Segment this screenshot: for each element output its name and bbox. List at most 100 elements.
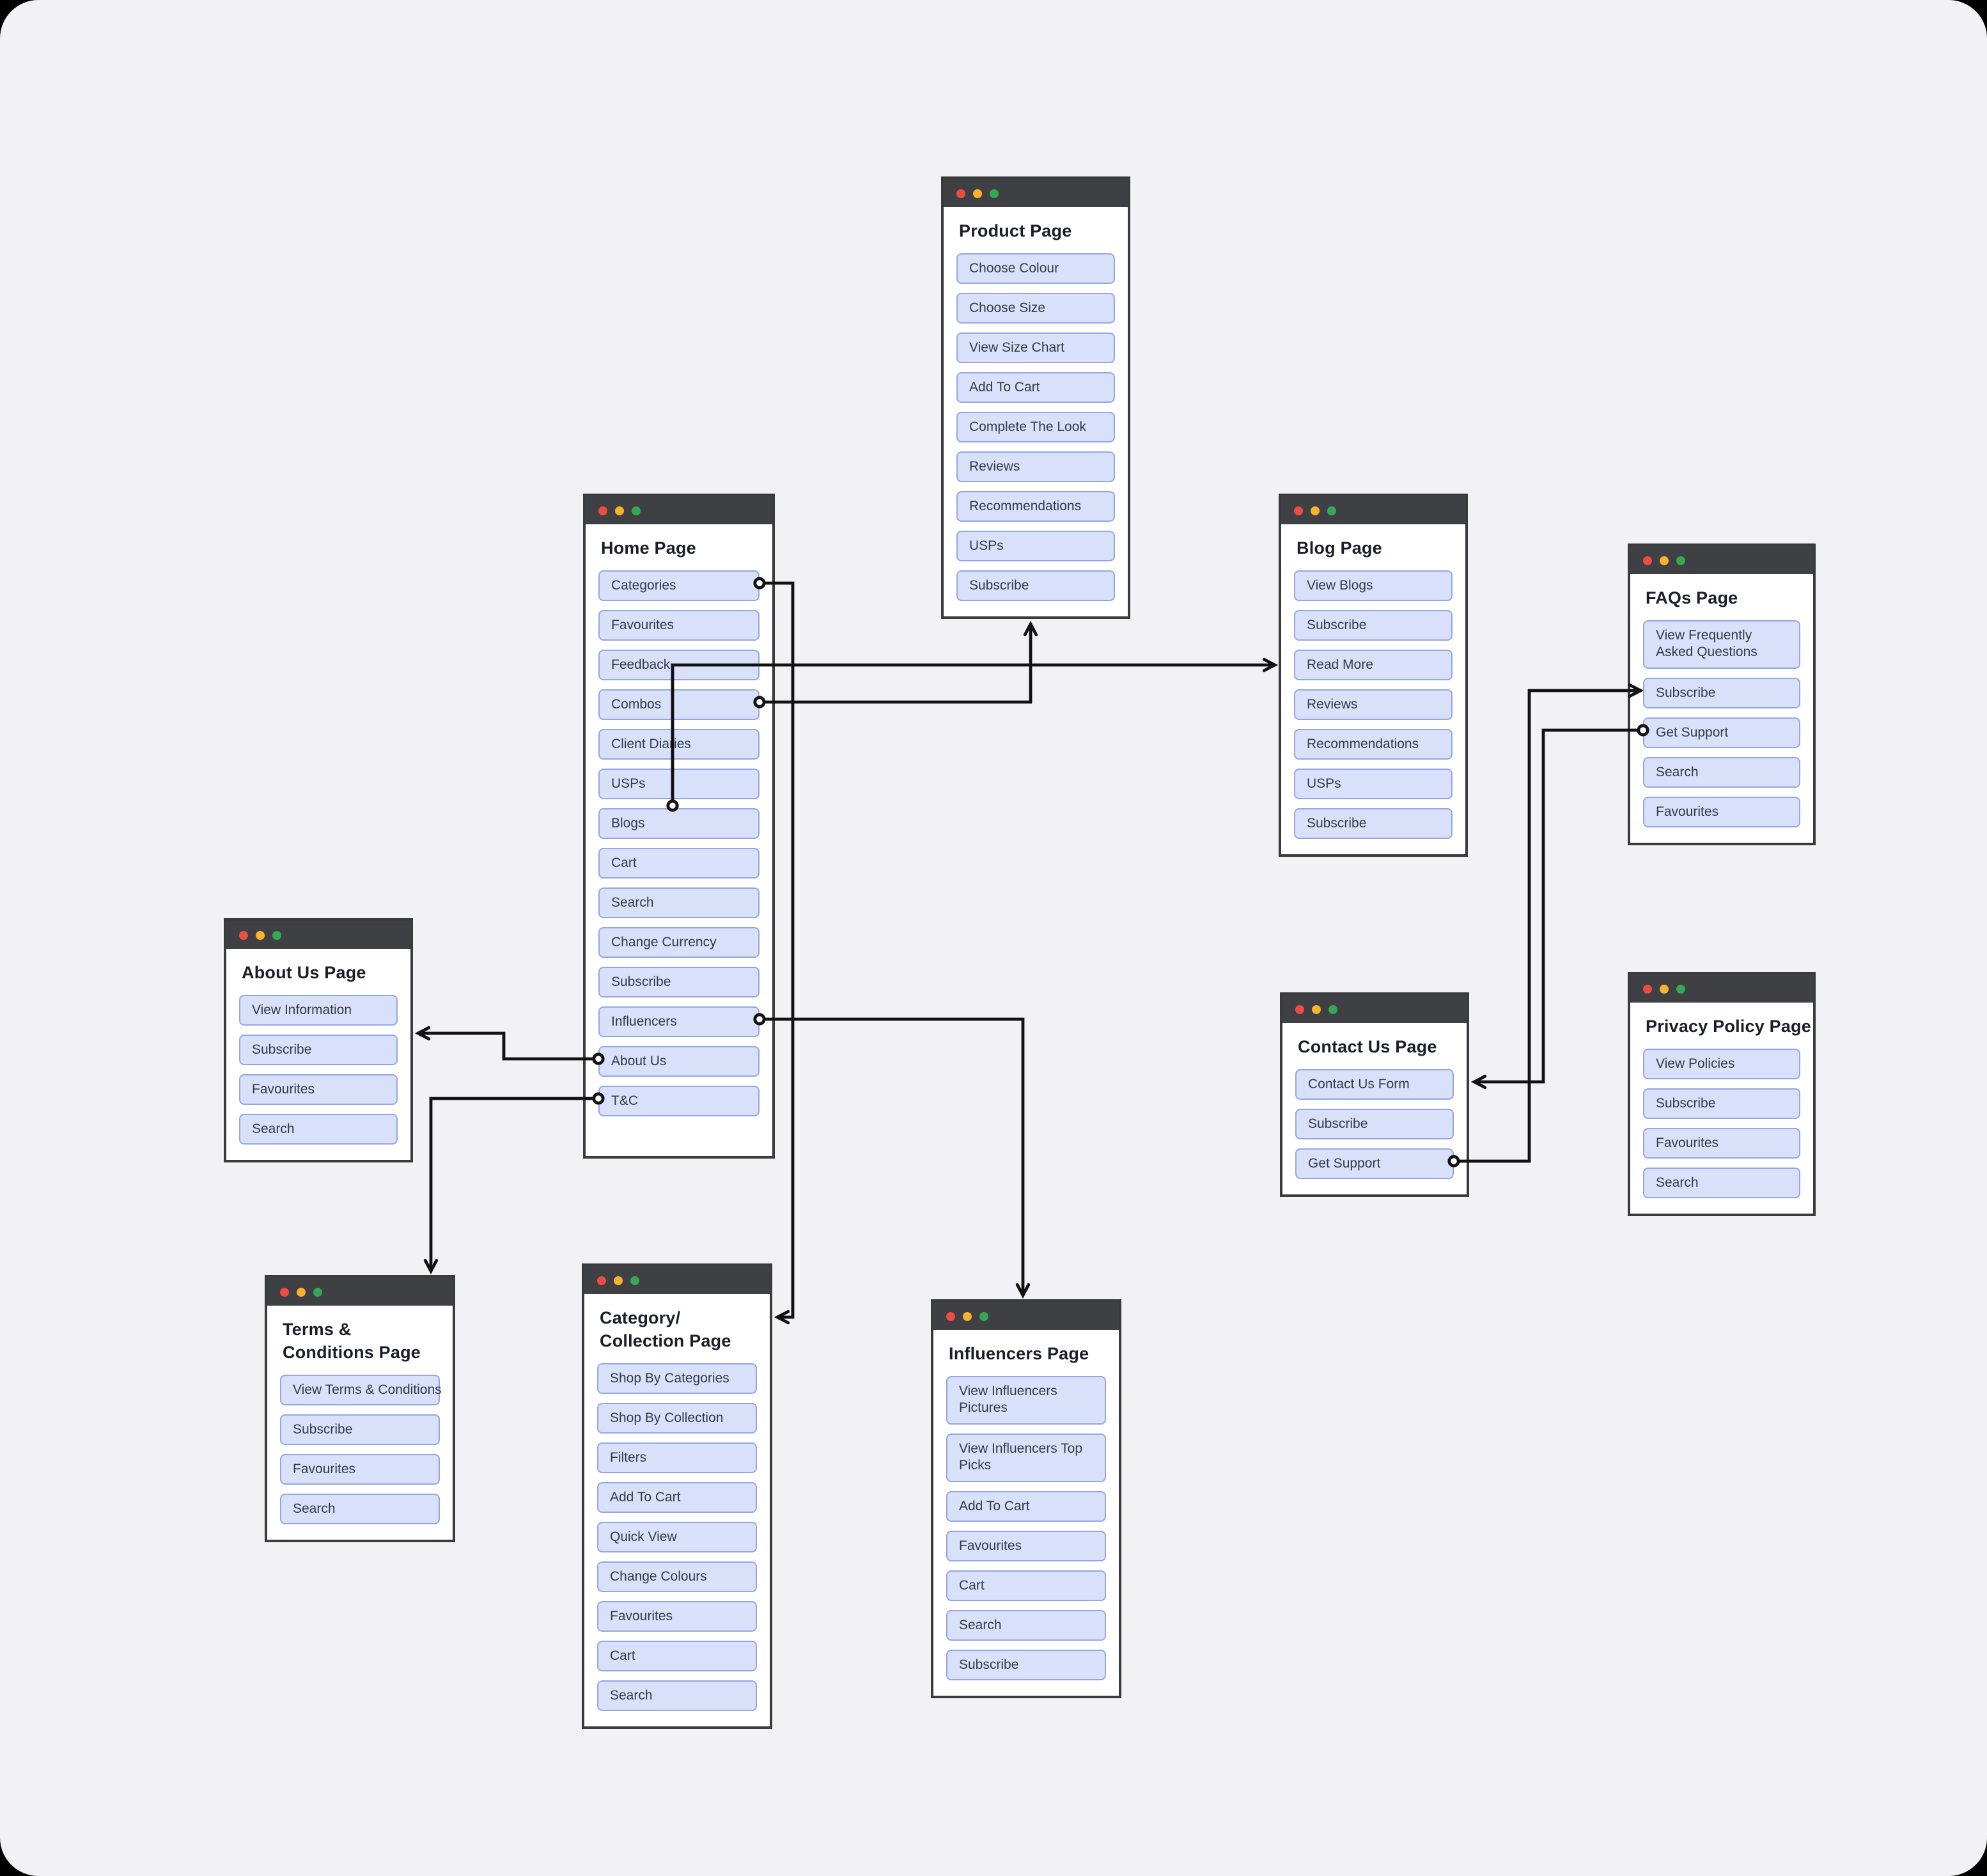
item-quick-view[interactable]: Quick View	[597, 1522, 757, 1552]
item-favourites[interactable]: Favourites	[280, 1454, 440, 1485]
traffic-light-yellow-icon	[256, 930, 265, 939]
item-choose-colour[interactable]: Choose Colour	[956, 253, 1115, 284]
item-contact-us-form[interactable]: Contact Us Form	[1295, 1069, 1454, 1100]
item-view-information[interactable]: View Information	[239, 995, 398, 1026]
window-category: Category/ Collection Page Shop By Catego…	[582, 1263, 772, 1729]
traffic-light-red-icon	[1295, 1004, 1304, 1013]
item-view-influencers-pictures[interactable]: View Influencers Pictures	[946, 1376, 1106, 1425]
item-usps[interactable]: USPs	[598, 769, 760, 799]
window-title: Home Page	[601, 538, 696, 558]
connector-line	[418, 1031, 598, 1061]
item-change-currency[interactable]: Change Currency	[598, 927, 760, 958]
item-view-influencers-top-picks[interactable]: View Influencers Top Picks	[946, 1434, 1106, 1482]
connector-home-page-combos-to-product-page	[753, 620, 1038, 708]
traffic-light-red-icon	[946, 1311, 955, 1320]
item-recommendations[interactable]: Recommendations	[956, 491, 1115, 522]
item-favourites[interactable]: Favourites	[598, 610, 760, 641]
item-shop-by-categories[interactable]: Shop By Categories	[597, 1363, 757, 1394]
item-t-c[interactable]: T&C	[598, 1086, 760, 1116]
item-subscribe[interactable]: Subscribe	[1643, 678, 1800, 708]
traffic-light-green-icon	[979, 1311, 988, 1320]
item-subscribe[interactable]: Subscribe	[1295, 1109, 1454, 1139]
item-search[interactable]: Search	[239, 1114, 398, 1145]
item-usps[interactable]: USPs	[1294, 769, 1453, 799]
connector-line	[429, 1097, 598, 1271]
item-search[interactable]: Search	[280, 1494, 440, 1524]
item-subscribe[interactable]: Subscribe	[1643, 1088, 1800, 1119]
item-view-size-chart[interactable]: View Size Chart	[956, 332, 1115, 363]
window-titlebar	[1630, 974, 1813, 1003]
window-body: Influencers Page View Influencers Pictur…	[933, 1330, 1119, 1680]
item-favourites[interactable]: Favourites	[239, 1074, 398, 1105]
item-view-terms-conditions[interactable]: View Terms & Conditions	[280, 1375, 442, 1405]
item-recommendations[interactable]: Recommendations	[1294, 729, 1453, 760]
traffic-light-yellow-icon	[973, 189, 982, 198]
item-subscribe[interactable]: Subscribe	[1294, 808, 1453, 839]
traffic-light-red-icon	[1643, 556, 1652, 565]
item-favourites[interactable]: Favourites	[597, 1601, 757, 1632]
item-cart[interactable]: Cart	[598, 848, 760, 879]
item-add-to-cart[interactable]: Add To Cart	[597, 1482, 757, 1513]
item-reviews[interactable]: Reviews	[956, 451, 1115, 482]
item-subscribe[interactable]: Subscribe	[956, 570, 1115, 601]
item-favourites[interactable]: Favourites	[1643, 1128, 1800, 1159]
item-blogs[interactable]: Blogs	[598, 808, 760, 839]
item-view-policies[interactable]: View Policies	[1643, 1049, 1800, 1079]
window-title: Terms & Conditions Page	[283, 1320, 421, 1362]
item-subscribe[interactable]: Subscribe	[946, 1650, 1106, 1680]
item-search[interactable]: Search	[597, 1680, 757, 1711]
connector-line	[760, 1017, 1025, 1295]
item-get-support[interactable]: Get Support	[1295, 1148, 1454, 1179]
item-subscribe[interactable]: Subscribe	[280, 1414, 440, 1445]
item-search[interactable]: Search	[1643, 757, 1800, 788]
connector-home-page-influencers-to-influencers-page	[753, 1013, 1031, 1299]
item-change-colours[interactable]: Change Colours	[597, 1561, 757, 1592]
item-usps[interactable]: USPs	[956, 531, 1115, 561]
item-cart[interactable]: Cart	[597, 1641, 757, 1671]
window-title: FAQs Page	[1646, 588, 1738, 607]
item-categories[interactable]: Categories	[598, 570, 760, 601]
item-subscribe[interactable]: Subscribe	[1294, 610, 1453, 641]
connector-home-page-t-c-to-terms-conditions-page	[423, 1092, 605, 1275]
item-filters[interactable]: Filters	[597, 1442, 757, 1473]
item-choose-size[interactable]: Choose Size	[956, 293, 1115, 324]
traffic-light-green-icon	[1676, 984, 1685, 993]
item-subscribe[interactable]: Subscribe	[598, 967, 760, 997]
item-subscribe[interactable]: Subscribe	[239, 1035, 398, 1065]
item-favourites[interactable]: Favourites	[1643, 797, 1800, 827]
item-add-to-cart[interactable]: Add To Cart	[946, 1491, 1106, 1522]
item-view-frequently-asked-questions[interactable]: View Frequently Asked Questions	[1643, 620, 1800, 669]
traffic-light-yellow-icon	[963, 1311, 972, 1320]
item-add-to-cart[interactable]: Add To Cart	[956, 372, 1115, 403]
connector-line	[671, 663, 1275, 806]
arrowhead-icon	[1262, 657, 1279, 673]
item-get-support[interactable]: Get Support	[1643, 717, 1800, 748]
window-title: Privacy Policy Page	[1646, 1017, 1811, 1036]
item-search[interactable]: Search	[598, 887, 760, 918]
item-read-more[interactable]: Read More	[1294, 650, 1453, 680]
item-favourites[interactable]: Favourites	[946, 1531, 1106, 1561]
item-combos[interactable]: Combos	[598, 689, 760, 720]
item-search[interactable]: Search	[946, 1610, 1106, 1641]
item-client-diaries[interactable]: Client Diaries	[598, 729, 760, 760]
arrowhead-icon	[1015, 1283, 1031, 1299]
traffic-light-green-icon	[632, 506, 641, 515]
arrowhead-icon	[774, 1309, 790, 1325]
window-title: Category/ Collection Page	[600, 1308, 731, 1350]
item-complete-the-look[interactable]: Complete The Look	[956, 412, 1115, 442]
arrowhead-icon	[414, 1026, 431, 1041]
item-search[interactable]: Search	[1643, 1168, 1800, 1198]
item-reviews[interactable]: Reviews	[1294, 689, 1453, 720]
traffic-light-red-icon	[239, 930, 248, 939]
item-about-us[interactable]: About Us	[598, 1046, 760, 1077]
item-influencers[interactable]: Influencers	[598, 1006, 760, 1037]
item-view-blogs[interactable]: View Blogs	[1294, 570, 1453, 601]
item-cart[interactable]: Cart	[946, 1570, 1106, 1601]
arrowhead-icon	[1628, 683, 1644, 698]
item-shop-by-collection[interactable]: Shop By Collection	[597, 1403, 757, 1434]
